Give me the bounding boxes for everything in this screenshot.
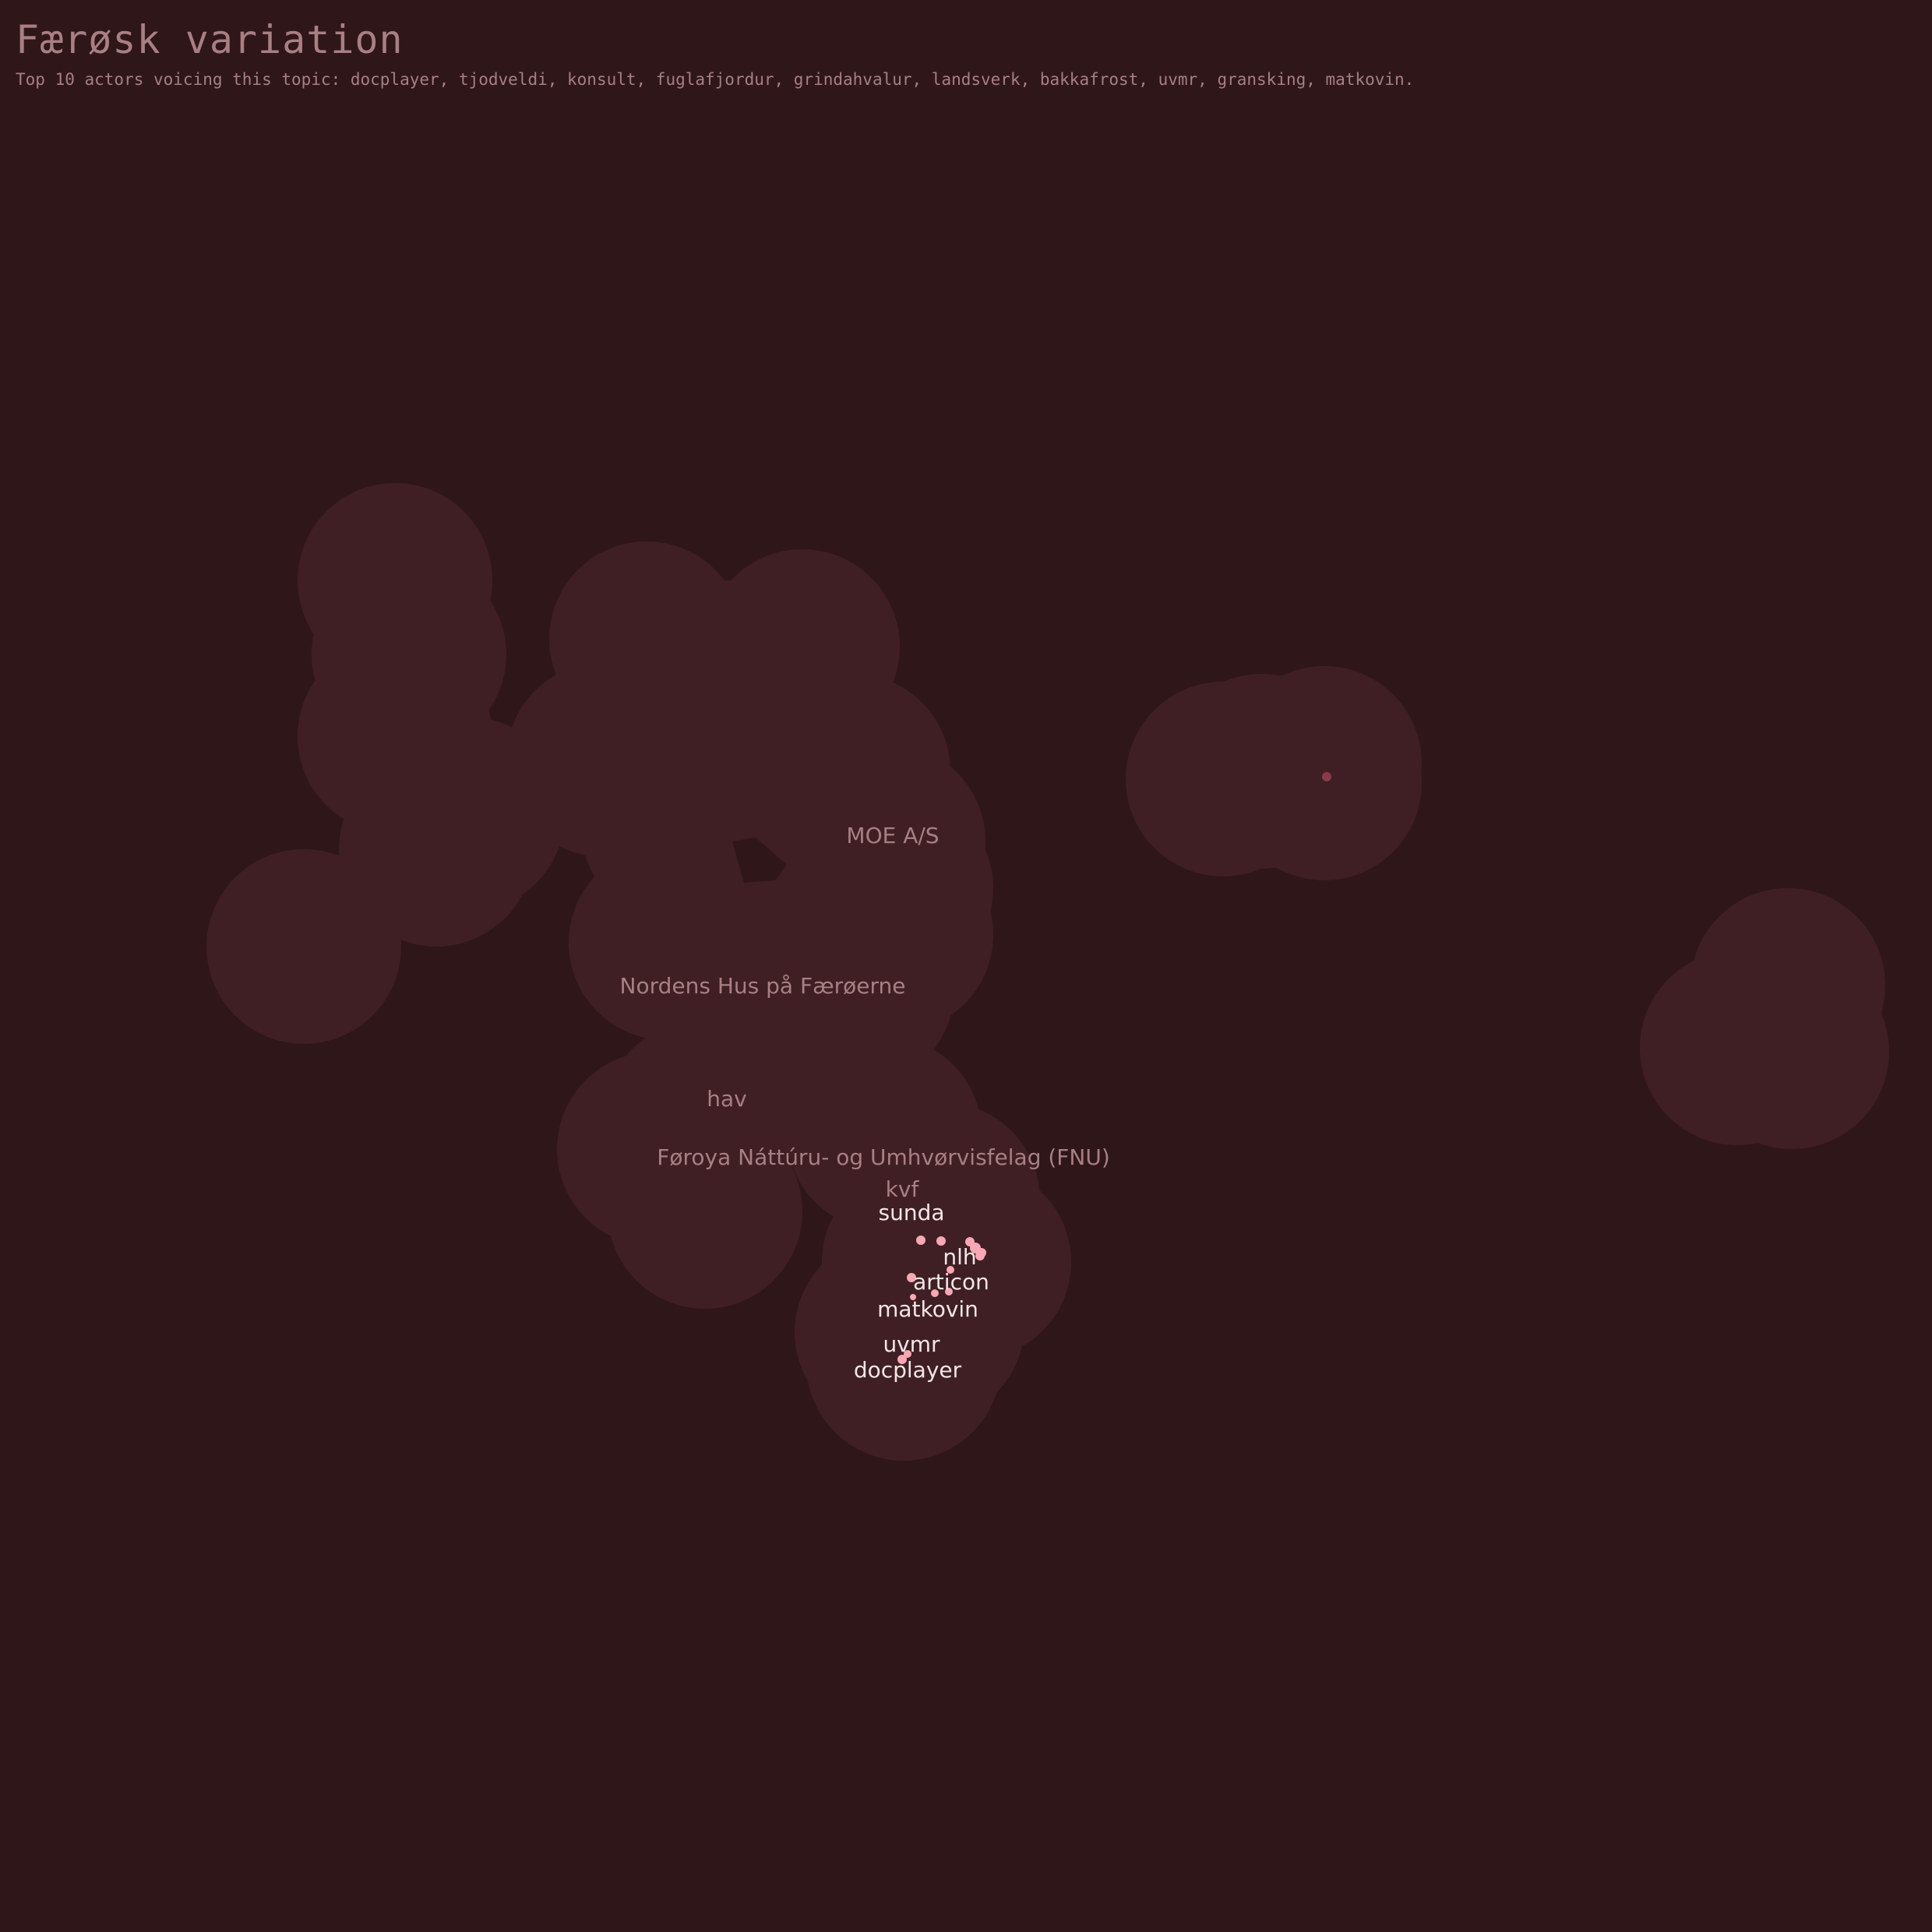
cluster-blob (339, 752, 534, 947)
actor-dot[interactable] (907, 1273, 916, 1282)
label-moe-as[interactable]: MOE A/S (846, 823, 939, 848)
label-uvmr[interactable]: uvmr (883, 1331, 940, 1357)
label-hav[interactable]: hav (707, 1086, 746, 1112)
cluster-gap (732, 837, 787, 883)
actor-dot[interactable] (916, 1236, 925, 1245)
actor-dot[interactable] (897, 1355, 907, 1364)
cluster-blob (1227, 686, 1422, 880)
page-subtitle: Top 10 actors voicing this topic: docpla… (16, 70, 1415, 89)
actor-dot[interactable] (904, 1350, 911, 1358)
actor-dots (897, 772, 1331, 1364)
cluster-blob (674, 682, 869, 876)
label-nlh[interactable]: nlh (943, 1244, 976, 1270)
actor-labels: MOE A/S Nordens Hus på Færøerne hav Føro… (620, 823, 1110, 1383)
actor-dot[interactable] (931, 1289, 939, 1297)
actor-dot[interactable] (945, 1288, 953, 1296)
label-articon[interactable]: articon (913, 1269, 989, 1295)
cluster-blob (799, 837, 993, 1032)
actor-dot[interactable] (936, 1236, 946, 1246)
label-matkovin[interactable]: matkovin (877, 1296, 978, 1322)
actor-dot[interactable] (1322, 772, 1331, 781)
label-nordens-hus[interactable]: Nordens Hus på Færøerne (620, 973, 906, 999)
label-sunda[interactable]: sunda (878, 1200, 944, 1225)
label-kvf[interactable]: kvf (886, 1176, 920, 1202)
label-docplayer[interactable]: docplayer (854, 1357, 962, 1383)
cluster-blob (1694, 954, 1889, 1149)
actor-dot[interactable] (910, 1294, 916, 1300)
cluster-blobs (206, 483, 1889, 1461)
cluster-blob (608, 1114, 802, 1309)
actor-dot[interactable] (947, 1266, 954, 1274)
label-fnu[interactable]: Føroya Náttúru- og Umhvørvisfelag (FNU) (657, 1144, 1110, 1170)
page-title: Færøsk variation (16, 17, 404, 62)
actor-dot[interactable] (975, 1251, 985, 1260)
